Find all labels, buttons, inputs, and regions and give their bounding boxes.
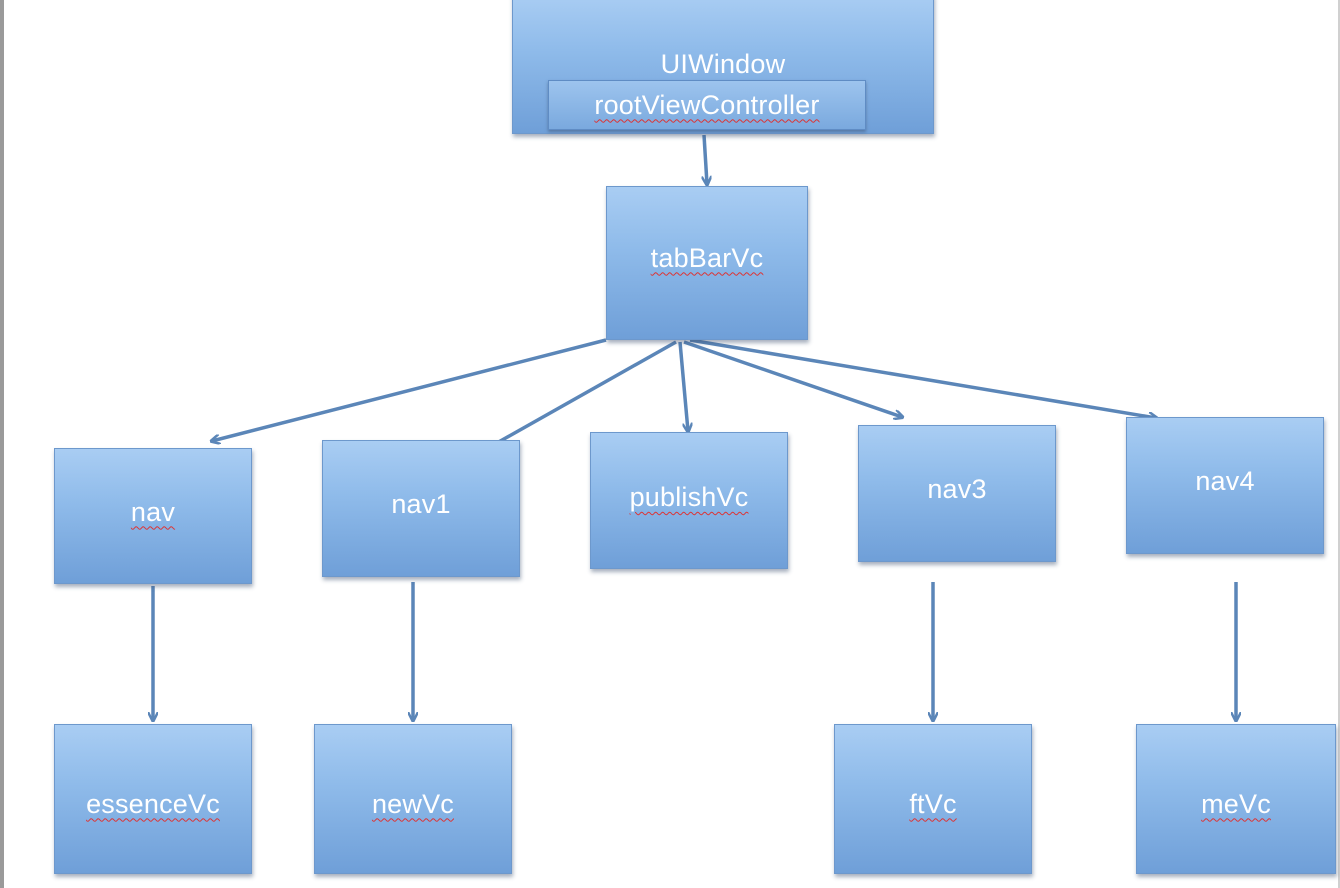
node-nav1: nav1 [322, 440, 520, 577]
node-publish-vc-label: publishVc [629, 482, 749, 512]
node-tab-bar-vc-label: tabBarVc [650, 242, 764, 273]
node-publish-vc: publishVc [590, 432, 788, 569]
node-me-vc: meVc [1136, 724, 1336, 874]
arrow-tabbar-to-publish [678, 341, 688, 431]
arrow-tabbar-to-nav3 [683, 340, 902, 417]
node-essence-vc: essenceVc [54, 724, 252, 874]
node-nav4-label: nav4 [1195, 466, 1255, 496]
node-ft-vc-label: ftVc [909, 788, 957, 819]
node-essence-vc-label: essenceVc [86, 788, 220, 819]
node-nav3-label: nav3 [927, 474, 987, 504]
node-uiwindow-label: UIWindow [660, 49, 786, 79]
arrow-tabbar-to-nav1 [488, 340, 677, 448]
node-nav4: nav4 [1126, 417, 1324, 554]
node-nav-label: nav [130, 496, 176, 527]
node-new-vc: newVc [314, 724, 512, 874]
node-root-view-controller-label: rootViewController [594, 89, 820, 120]
node-new-vc-label: newVc [371, 788, 455, 819]
arrow-tabbar-to-nav4 [689, 338, 1156, 418]
node-nav1-label: nav1 [391, 489, 451, 519]
node-root-view-controller: rootViewController [548, 80, 866, 130]
window-edge-right [1338, 0, 1340, 888]
window-edge-left [0, 0, 4, 888]
arrow-tabbar-to-nav [212, 338, 607, 441]
node-nav3: nav3 [858, 425, 1056, 562]
node-ft-vc: ftVc [834, 724, 1032, 874]
node-me-vc-label: meVc [1201, 788, 1271, 819]
node-nav: nav [54, 448, 252, 584]
node-tab-bar-vc: tabBarVc [606, 186, 808, 340]
arrow-root-to-tabbar [704, 134, 707, 184]
